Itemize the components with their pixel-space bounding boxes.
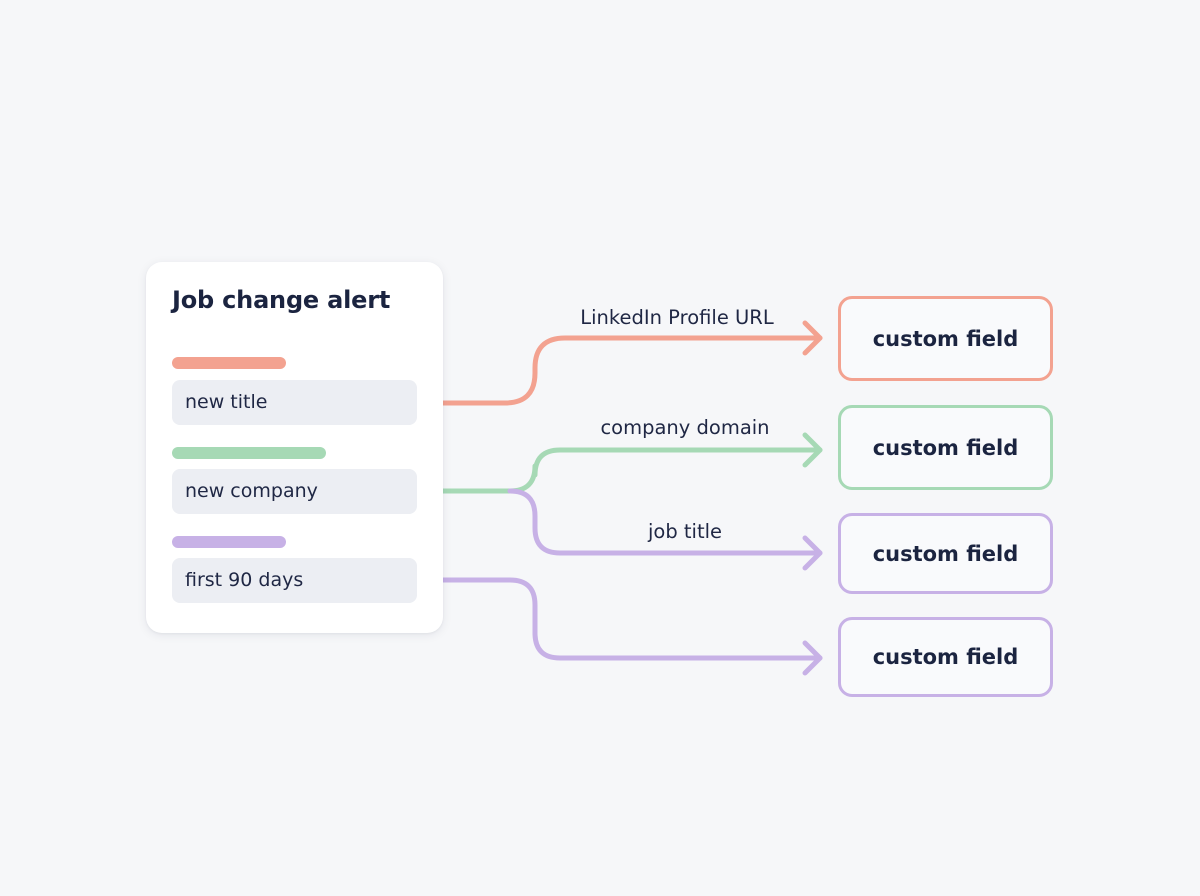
accent-bar-first-90-days xyxy=(172,536,286,548)
connector-labels: LinkedIn Profile URL company domain job … xyxy=(580,306,774,543)
arrowhead-3 xyxy=(802,535,823,571)
field-new-title: new title xyxy=(172,380,417,425)
custom-field-box-1: custom field xyxy=(838,296,1053,381)
connector-label-linkedin-profile-url: LinkedIn Profile URL xyxy=(580,306,774,329)
field-new-company: new company xyxy=(172,469,417,514)
connector-first-90-days-to-field-4 xyxy=(429,577,823,661)
connector-new-title-to-field-1 xyxy=(429,335,823,406)
custom-field-box-3: custom field xyxy=(838,513,1053,594)
custom-field-label: custom field xyxy=(872,326,1019,351)
arrowhead-4 xyxy=(802,640,823,676)
connector-new-company-to-field-2 xyxy=(429,447,823,494)
connector-label-job-title: job title xyxy=(647,520,722,543)
accent-bar-new-company xyxy=(172,447,326,459)
card-title: Job change alert xyxy=(172,286,391,314)
custom-field-label: custom field xyxy=(872,435,1019,460)
custom-field-label: custom field xyxy=(872,645,1019,669)
custom-field-box-2: custom field xyxy=(838,405,1053,490)
custom-field-label: custom field xyxy=(872,541,1019,566)
arrowhead-2 xyxy=(802,432,823,468)
field-first-90-days: first 90 days xyxy=(172,558,417,603)
connector-new-company-to-field-3 xyxy=(507,488,823,556)
custom-field-box-4: custom field xyxy=(838,617,1053,697)
accent-bar-new-title xyxy=(172,357,286,369)
connector-label-company-domain: company domain xyxy=(600,416,769,439)
job-change-alert-card: Job change alert new title new company f… xyxy=(146,262,443,633)
connectors xyxy=(429,320,823,676)
arrowhead-1 xyxy=(802,320,823,356)
